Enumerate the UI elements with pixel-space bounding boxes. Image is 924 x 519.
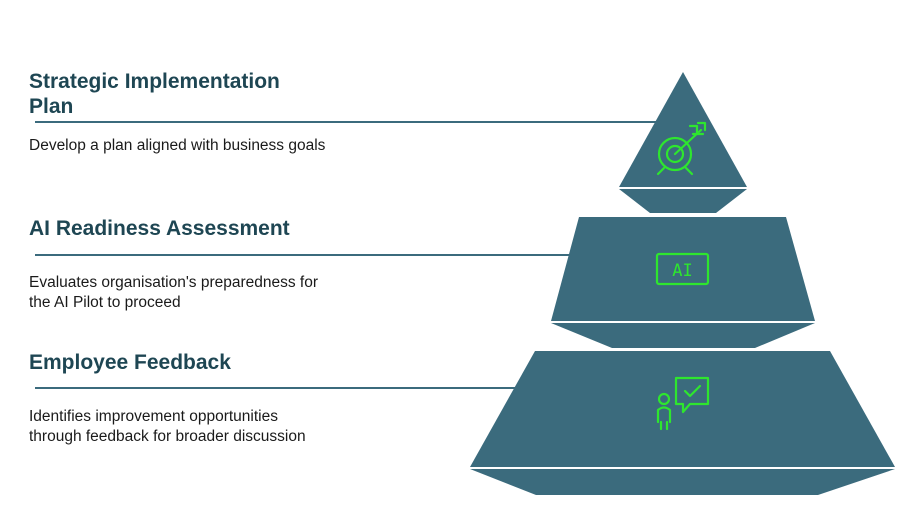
tier-2-title: AI Readiness Assessment <box>29 217 290 240</box>
tier-1-title: Strategic Implementation Plan <box>29 70 280 118</box>
person-chat-check-icon <box>656 376 710 431</box>
pyramid-tier-2-base <box>551 323 815 348</box>
pyramid-tier-1-base <box>619 189 747 213</box>
tier-3-description: Identifies improvement opportunities thr… <box>29 408 306 445</box>
pyramid-tier-1 <box>619 72 747 187</box>
target-arrow-icon <box>656 121 707 176</box>
tier-3-title: Employee Feedback <box>29 351 231 374</box>
pyramid-tier-2 <box>551 217 815 321</box>
ai-chip-icon: AI <box>655 252 710 286</box>
tier-2-description: Evaluates organisation's preparedness fo… <box>29 274 319 311</box>
ai-chip-label: AI <box>672 261 692 281</box>
pyramid-tier-3-base <box>470 469 895 495</box>
tier-1-description: Develop a plan aligned with business goa… <box>29 137 326 154</box>
